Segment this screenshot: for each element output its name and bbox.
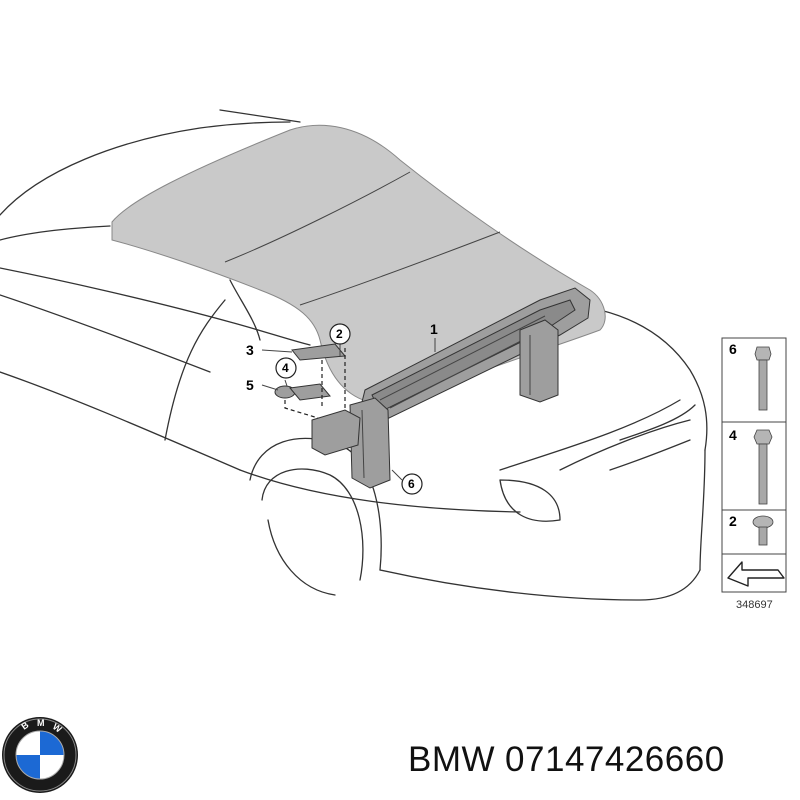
legend-label-4: 4 (729, 427, 737, 443)
brand-name: BMW (408, 740, 496, 779)
svg-text:2: 2 (336, 327, 343, 341)
fastener-legend: 6 4 2 348697 (721, 337, 787, 611)
screw-icon (752, 515, 774, 546)
car-body-outline (0, 109, 708, 601)
small-bracket-parts (274, 343, 346, 401)
long-bolt-icon (754, 346, 772, 411)
svg-text:6: 6 (408, 477, 415, 491)
callout-1: 1 (430, 321, 438, 337)
svg-text:M: M (37, 718, 45, 728)
callout-4-circle: 4 (275, 357, 297, 379)
legend-label-2: 2 (729, 513, 737, 529)
leader-line (391, 469, 403, 481)
leader-line (261, 349, 293, 353)
leader-line (261, 384, 279, 391)
svg-text:4: 4 (282, 361, 289, 375)
bolt-icon (753, 429, 773, 505)
callout-6-circle: 6 (401, 473, 423, 495)
direction-arrow-icon (727, 561, 785, 587)
leader-line (284, 379, 288, 387)
assembly-dash-line (284, 400, 319, 419)
part-number: 07147426660 (505, 740, 725, 779)
legend-label-6: 6 (729, 341, 737, 357)
callout-3: 3 (246, 342, 254, 358)
bmw-roundel-logo: B M W (2, 717, 78, 793)
callout-5: 5 (246, 377, 254, 393)
callout-2-circle: 2 (329, 323, 351, 345)
drawing-number: 348697 (736, 599, 773, 611)
svg-text:B: B (19, 719, 30, 731)
rear-cross-beam-part (311, 287, 591, 489)
